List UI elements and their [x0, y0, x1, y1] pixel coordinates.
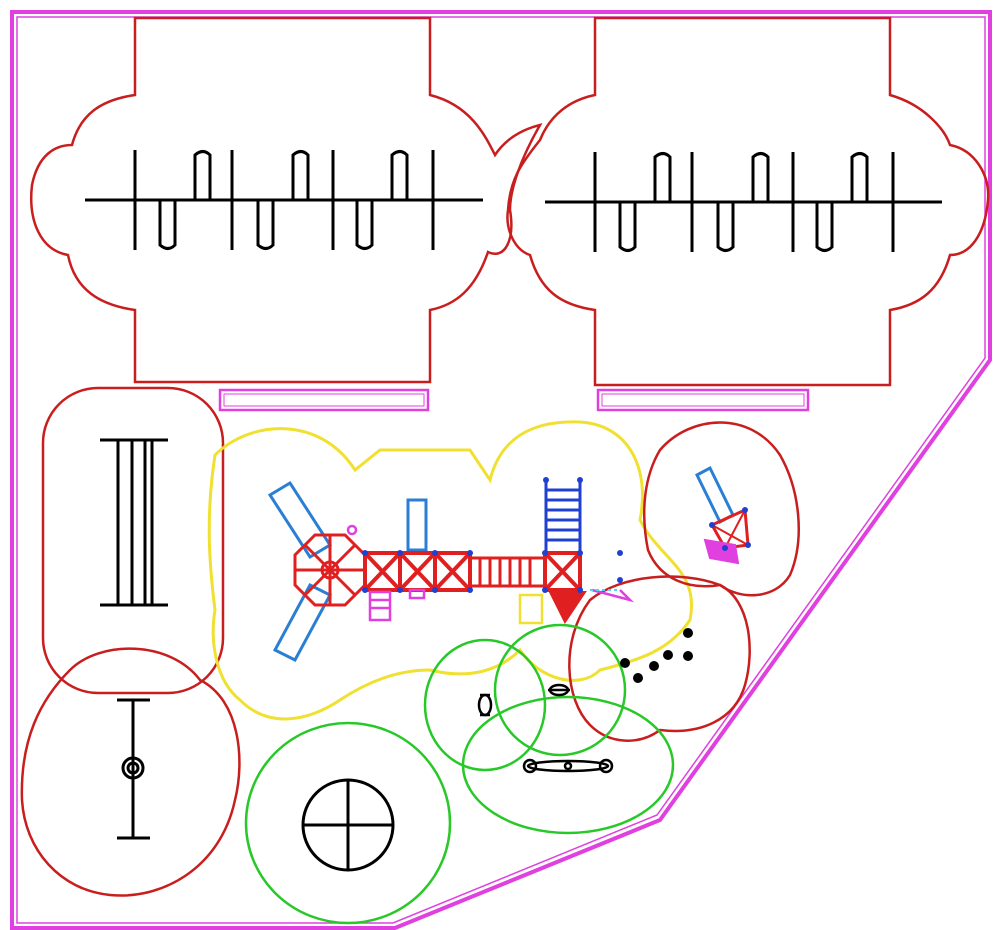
ladder-icon	[100, 438, 168, 607]
bridge	[468, 556, 547, 588]
site-boundary	[10, 10, 992, 930]
seesaw-icon	[117, 698, 150, 840]
ladder-icon	[544, 480, 582, 553]
swing-set-right	[545, 152, 942, 252]
play-structure-icon	[267, 465, 735, 662]
spring-rider-zone-2	[493, 623, 627, 757]
stepping-stones-zone	[568, 575, 751, 742]
bench-left	[218, 388, 430, 412]
small-slide-zone	[643, 421, 800, 597]
bench-right-inner	[601, 393, 805, 407]
site-boundary-inner	[16, 16, 986, 924]
merry-go-round-zone	[244, 721, 452, 925]
seesaw-zone	[20, 647, 241, 897]
steps	[346, 524, 635, 622]
swing-set-left	[85, 150, 483, 250]
stepping-stones-icon	[620, 628, 693, 683]
ladder-zone	[41, 386, 225, 695]
sand-panel	[518, 593, 544, 625]
bench-right	[596, 388, 810, 412]
spring-rider-zone-1	[423, 638, 547, 772]
spring-rider-zone-3	[461, 695, 675, 835]
swing-zone-left	[30, 16, 543, 384]
triangle-deck	[548, 591, 587, 624]
bench-left-inner	[223, 393, 425, 407]
swing-zone-right	[506, 16, 990, 387]
merry-go-round-icon	[301, 778, 395, 872]
post-markers	[362, 477, 623, 593]
play-structure-zone	[207, 420, 693, 721]
small-slide-unit	[703, 507, 751, 565]
spring-rider-icon	[477, 683, 614, 774]
octagon-deck	[293, 533, 367, 607]
